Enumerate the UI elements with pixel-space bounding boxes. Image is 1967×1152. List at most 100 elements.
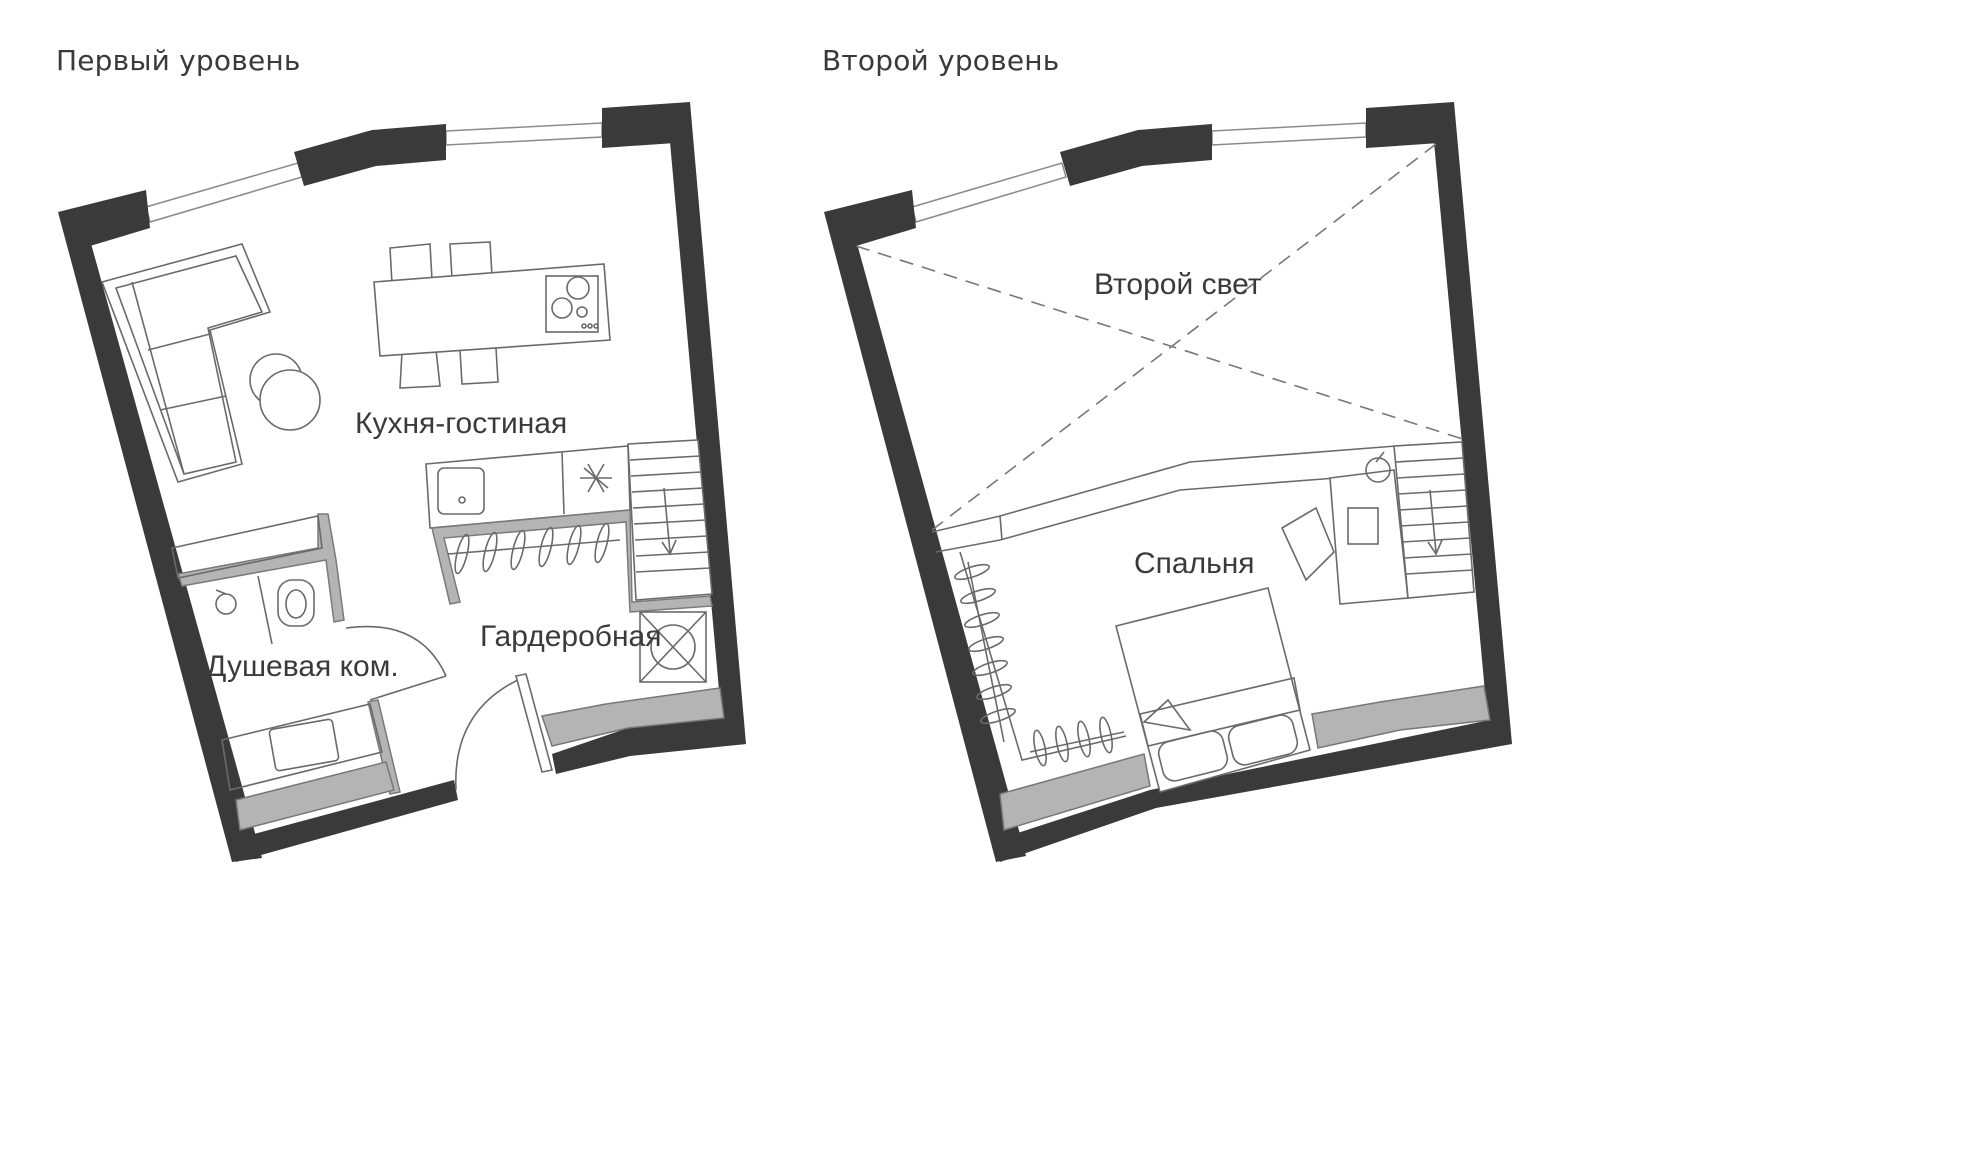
level-2-outer-walls <box>824 102 1512 862</box>
level-1-sills <box>235 687 725 831</box>
double-bed <box>1115 587 1311 793</box>
level-2-title: Второй уровень <box>822 44 1060 77</box>
stair-direction-arrow <box>663 487 671 553</box>
wall-pier <box>294 124 446 186</box>
door-swing <box>455 677 523 791</box>
wall-segment <box>824 212 1026 862</box>
snowflake-icon <box>580 463 612 493</box>
sofa-seam <box>147 333 211 351</box>
wall-segment <box>552 718 746 774</box>
bedroom-wardrobe <box>954 551 1127 767</box>
arrow-head-icon <box>661 539 677 556</box>
stair-step <box>629 455 701 461</box>
sill <box>235 761 395 831</box>
hanging-rail <box>447 522 621 575</box>
sofa-seam <box>159 395 227 411</box>
mezzanine-rail <box>935 477 1337 553</box>
wall-pier <box>58 190 150 246</box>
burner <box>551 297 573 319</box>
sill <box>1311 685 1491 749</box>
staircase-level-1 <box>627 439 713 601</box>
staircase-level-2 <box>1393 441 1475 599</box>
wall-pier <box>1060 124 1212 186</box>
wardrobe-zone <box>431 509 713 683</box>
partition-wall <box>431 509 713 613</box>
burner <box>566 276 590 300</box>
blanket-corner <box>1142 698 1192 732</box>
sill <box>999 753 1151 831</box>
partition-wall <box>177 513 345 623</box>
stair-step <box>633 519 707 525</box>
stair-direction-arrow <box>1429 489 1437 553</box>
wall-segment <box>670 102 746 746</box>
shower-head <box>215 589 227 595</box>
wall-pier <box>602 102 690 148</box>
dining-island <box>373 241 611 389</box>
stair-step <box>632 503 705 509</box>
cooktop-knob <box>587 323 593 329</box>
level-1-title: Первый уровень <box>56 44 301 77</box>
corner-sofa <box>100 243 272 483</box>
wall-segment <box>1434 102 1512 746</box>
sink <box>437 467 485 515</box>
shower-divider <box>257 575 273 645</box>
toilet-bowl <box>285 589 307 619</box>
monitor <box>1347 507 1379 545</box>
floor-plan-page: Первый уровень Второй уровень <box>56 44 1512 862</box>
room-label-wardrobe: Гардеробная <box>480 620 661 653</box>
shower-drain <box>215 593 237 615</box>
cooktop-knob <box>593 323 599 329</box>
level-2-sills <box>999 685 1491 831</box>
lamp-arm <box>1375 451 1385 463</box>
mezzanine-edge <box>931 445 1397 533</box>
cooktop-knob <box>581 323 587 329</box>
level-1-outer-walls <box>58 102 746 862</box>
wall-segment <box>58 212 262 862</box>
entrance-door <box>455 673 553 791</box>
chair <box>399 349 441 389</box>
boiler-cross <box>639 611 707 683</box>
wall-pier <box>1366 102 1454 148</box>
room-label-shower-room: Душевая ком. <box>206 650 399 683</box>
pouf <box>259 369 321 431</box>
window-pane <box>145 162 303 223</box>
washbasin <box>268 718 340 772</box>
arrow-head-icon <box>1427 539 1443 556</box>
stair-step <box>630 471 702 477</box>
void-diagonal <box>931 143 1437 531</box>
stair-step <box>631 487 704 493</box>
void-diagonal <box>855 245 1467 441</box>
table-top <box>373 263 611 357</box>
wall-pier <box>824 190 916 246</box>
window-pane <box>911 162 1067 223</box>
counter-divider <box>561 451 565 515</box>
door-leaf <box>369 675 447 701</box>
burner <box>576 306 588 318</box>
stair-outline <box>627 439 713 601</box>
sill <box>541 687 725 747</box>
wall-segment <box>232 780 458 862</box>
sofa-backrest <box>131 281 185 475</box>
stair-step <box>635 551 710 557</box>
level-1-plan: Кухня-гостиная Душевая ком. Гардеробная <box>58 102 746 862</box>
room-label-bedroom: Спальня <box>1134 547 1255 580</box>
rail-post <box>999 515 1003 541</box>
door-swing <box>345 625 447 677</box>
work-desk <box>1280 451 1409 605</box>
window-pane <box>445 122 603 146</box>
bed-blanket-fold <box>1139 677 1301 747</box>
desk-top <box>1329 469 1409 605</box>
room-label-double-height: Второй свет <box>1094 268 1262 301</box>
stair-outline <box>1393 441 1475 599</box>
pillow <box>1157 730 1229 782</box>
stair-step <box>635 567 711 573</box>
sink-drain <box>458 496 466 504</box>
door-leaf <box>515 673 553 773</box>
office-chair <box>1280 506 1335 582</box>
vanity <box>221 703 383 791</box>
room-label-kitchen-living: Кухня-гостиная <box>355 407 567 440</box>
double-height-void <box>855 143 1467 531</box>
boiler-circle <box>650 624 696 670</box>
stair-step <box>634 535 708 541</box>
bath-bench <box>171 515 323 579</box>
